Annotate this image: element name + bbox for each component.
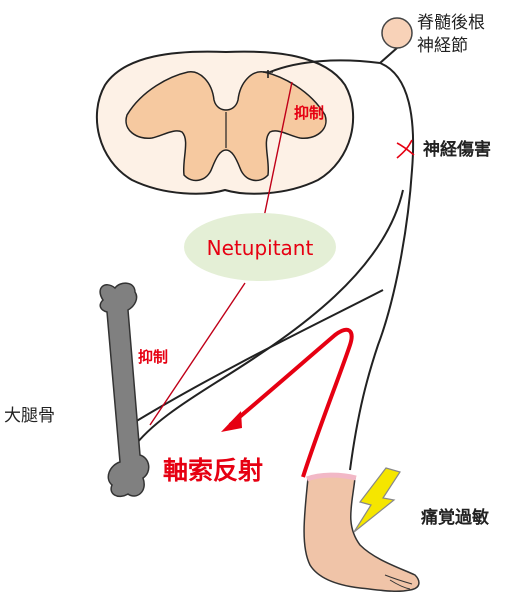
- femur-label: 大腿骨: [4, 406, 55, 426]
- leg: [304, 475, 419, 591]
- hyperalgesia-label: 痛覚過敏: [421, 507, 489, 528]
- nerve-injury-mark: [397, 140, 414, 158]
- lightning-bolt-icon: [354, 468, 400, 532]
- nerve-injury-label: 神経傷害: [423, 139, 491, 160]
- drg-label-line1: 脊髄後根: [417, 13, 485, 33]
- dorsal-root-ganglion: [380, 18, 412, 63]
- drg-label-line2: 神経節: [417, 36, 468, 56]
- drug-label: Netupitant: [207, 236, 314, 260]
- spinal-cord: [97, 52, 353, 194]
- inhibit-label-top: 抑制: [294, 104, 324, 122]
- femur-bone: [100, 283, 149, 496]
- femur-shape: [100, 283, 149, 496]
- arrow-head-icon: [221, 411, 242, 432]
- axon-reflex-arrow: [221, 330, 352, 477]
- leg-shape: [304, 477, 419, 592]
- main-nerve-fiber: [350, 63, 413, 470]
- axon-reflex-label: 軸索反射: [163, 456, 263, 485]
- drg-circle: [382, 18, 412, 48]
- inhibit-label-bottom: 抑制: [138, 348, 168, 366]
